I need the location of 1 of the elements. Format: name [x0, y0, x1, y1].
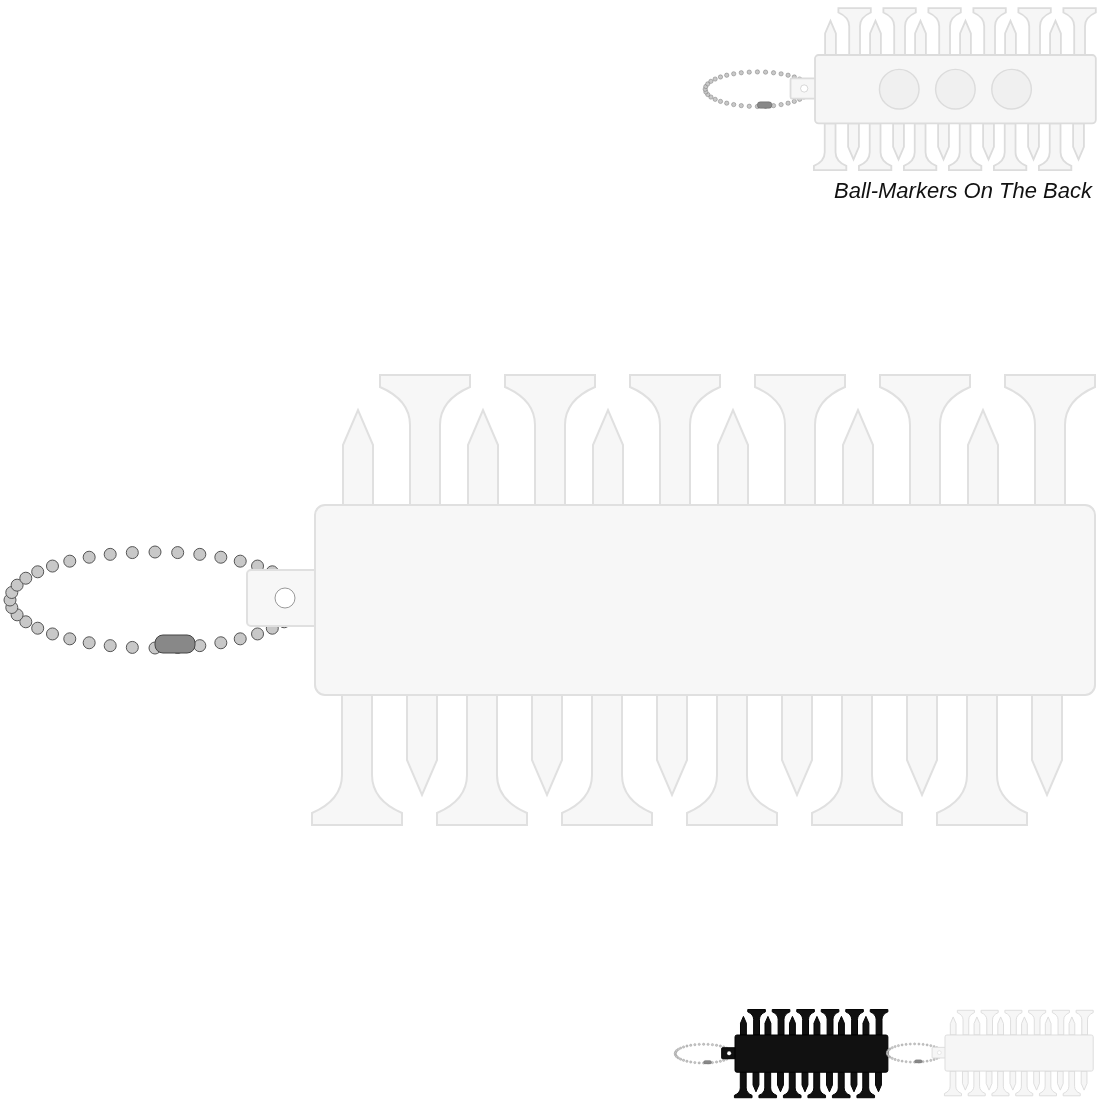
note-text: Ball-Markers On The Back — [834, 178, 1092, 204]
